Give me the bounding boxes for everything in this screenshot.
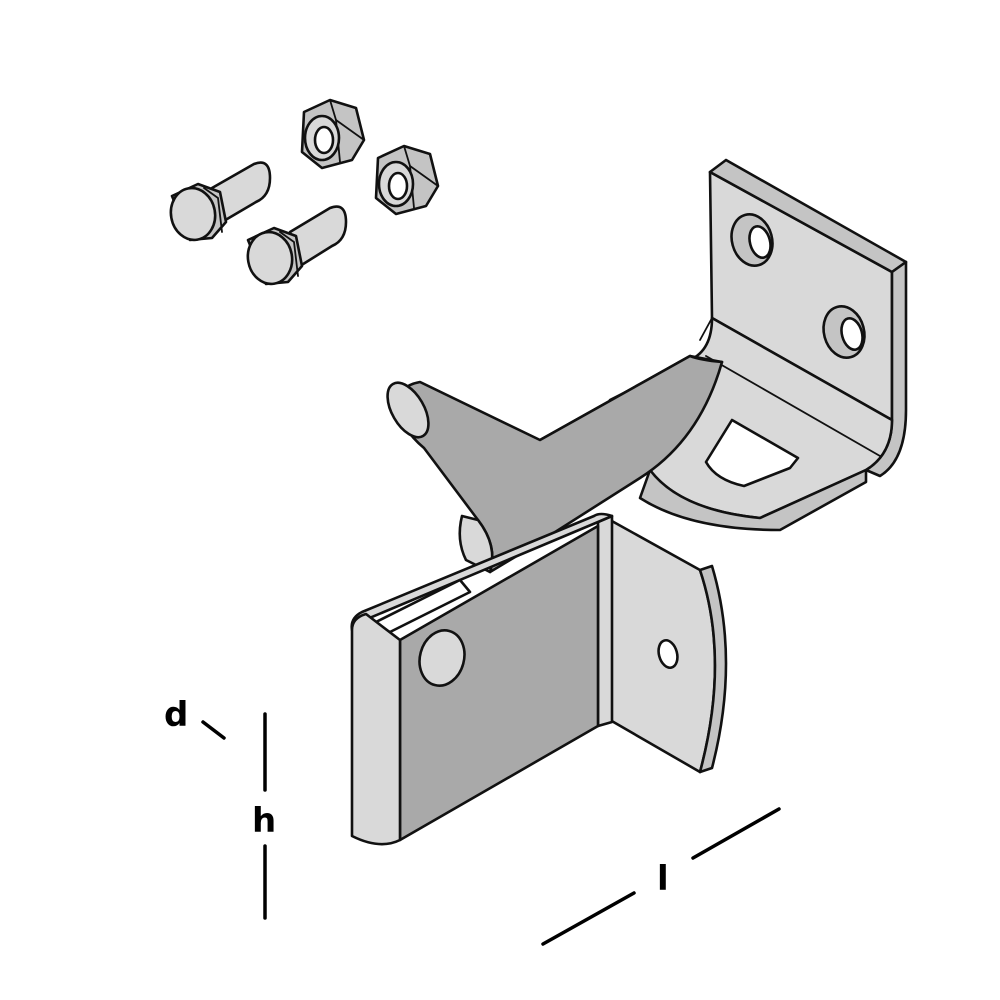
hex-bolt-left (169, 161, 272, 242)
dimension-label-l: l (657, 859, 669, 899)
mounting-bracket (608, 158, 908, 532)
dimension-label-d: d (164, 695, 189, 735)
dimension-l (541, 807, 781, 946)
gate-plate (350, 512, 728, 846)
hex-bolt-right (246, 205, 348, 286)
dimension-d (201, 720, 226, 740)
dimension-label-h: h (252, 801, 277, 841)
latch-arm (386, 354, 724, 574)
hex-nut-right (374, 144, 440, 216)
hex-nut-top (300, 98, 366, 170)
